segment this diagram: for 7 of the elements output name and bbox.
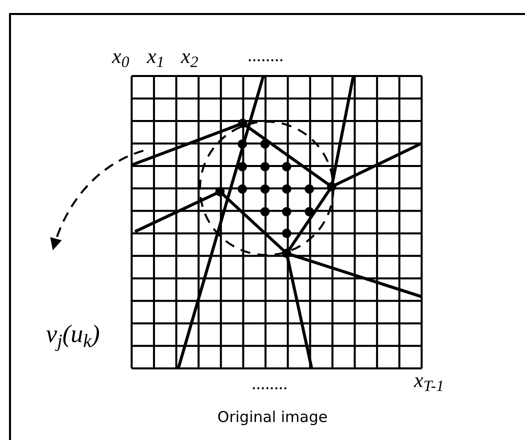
coordinate-label: x$_{1}$ (147, 46, 164, 67)
coordinate-label: x$_{2}$ (181, 46, 198, 67)
coordinate-label: x$_{0}$ (112, 46, 130, 67)
ellipsis: ........ (248, 46, 284, 64)
caption: Original image (216, 410, 329, 425)
ellipsis: ........ (252, 374, 288, 392)
coordinate-label: x$_{T-1}$ (414, 370, 444, 391)
